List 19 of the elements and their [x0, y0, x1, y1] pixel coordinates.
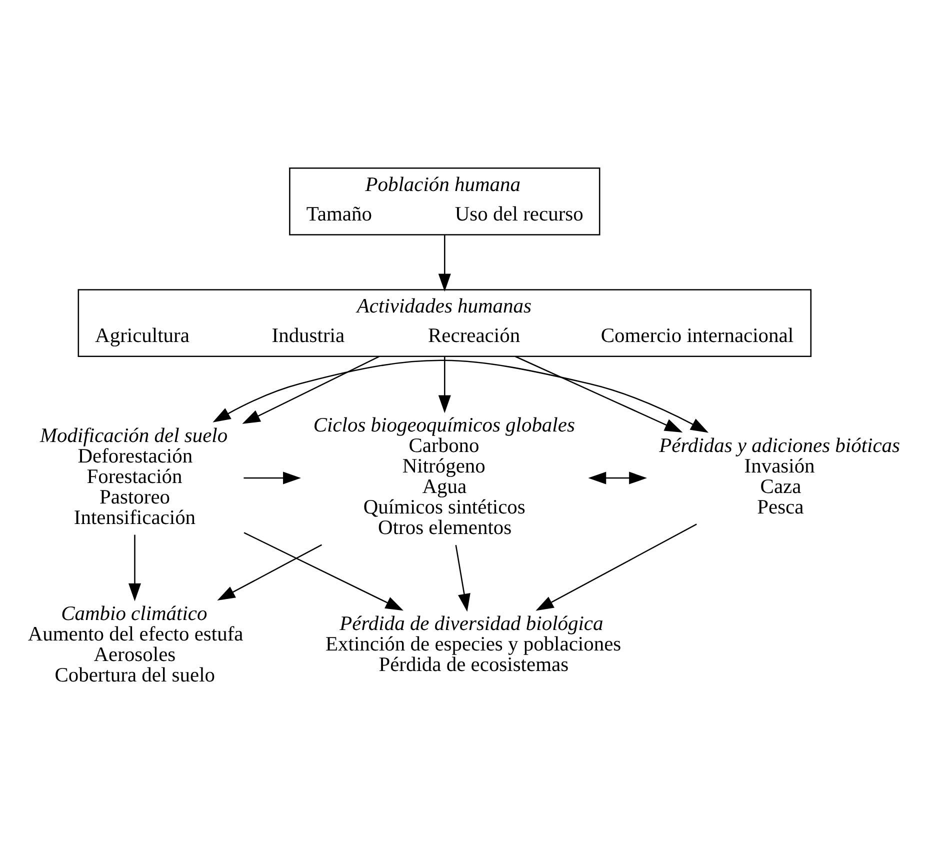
arrow	[128, 534, 142, 601]
arrow	[244, 471, 301, 484]
arrow	[536, 523, 697, 610]
arrow	[438, 356, 451, 413]
node-text: Ciclos biogeoquímicos globales Carbono Nitrógeno Agua Químicos sintéticos Otros elementos	[313, 414, 575, 539]
arrow	[455, 544, 470, 612]
node-text: Pérdidas y adiciones bióticas Invasión Caza Pesca	[659, 434, 900, 518]
arrow	[515, 355, 683, 432]
arrow	[217, 544, 322, 600]
node-box: Actividades humanas Agricultura Industria Recreación Comercio internacional	[78, 288, 812, 356]
arrow	[438, 234, 451, 292]
node-box: Población humana Tamaño Uso del recurso	[289, 166, 600, 235]
node-text: Cambio climático Aumento del efecto estufa Aerosoles Cobertura del suelo	[28, 602, 244, 686]
arrow	[244, 532, 404, 610]
node-text: Modificación del suelo Deforestación Forestación Pastoreo Intensificación	[40, 424, 228, 528]
arrow	[588, 471, 647, 484]
arrow	[212, 359, 709, 432]
arrow	[242, 355, 380, 424]
node-text: Pérdida de diversidad biológica Extinción de especies y poblaciones Pérdida de ecosistemas	[326, 612, 622, 676]
